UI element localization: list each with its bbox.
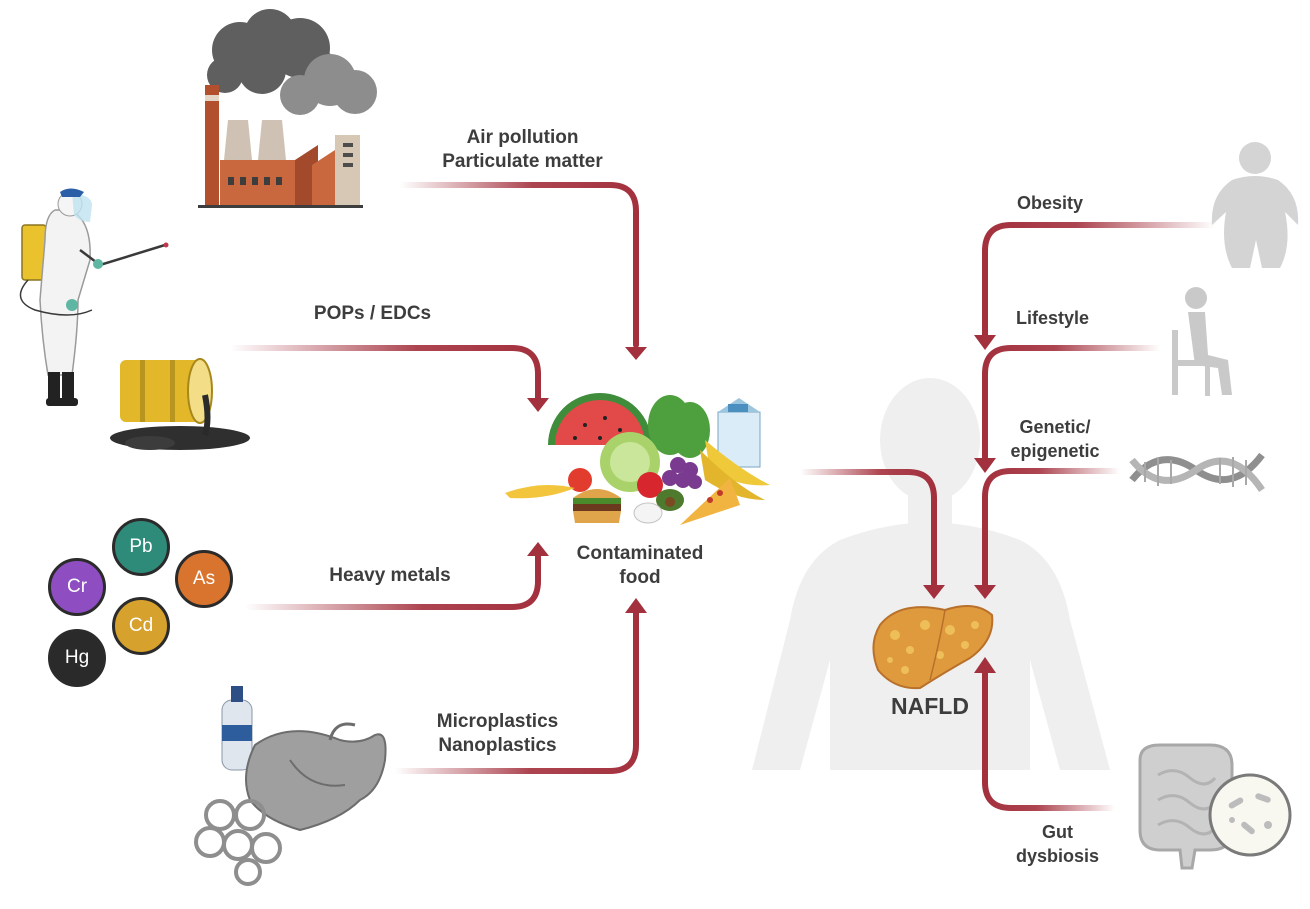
label-air-pollution: Air pollution Particulate matter [400,126,645,174]
liver-icon [872,605,994,690]
arrow-heavy-metals-head [527,542,549,556]
arrow-air-pollution-head [625,347,647,360]
label-heavy-metals: Heavy metals [329,565,451,586]
label-food-line1: Contaminated [576,543,704,564]
microbe-icon [1208,773,1292,857]
label-gut-line2: dysbiosis [1015,846,1100,866]
food-pile-icon [505,393,770,525]
label-air-pollution-line2: Particulate matter [442,151,603,172]
arrow-genetic [982,468,1120,585]
metal-hg-icon: Hg [48,629,106,687]
intestine-icon [1138,743,1234,870]
label-plastics-line2: Nanoplastics [438,735,557,756]
oil-barrel-icon [110,358,250,450]
pesticide-sprayer-icon [19,188,169,406]
arrow-heavy-metals [245,555,541,610]
seated-person-icon [1172,287,1232,396]
label-gut-line1: Gut [1042,822,1073,842]
arrow-food-to-nafld [800,469,937,585]
obese-person-icon [1211,142,1299,268]
label-plastics: Microplastics Nanoplastics [405,710,590,758]
arrow-obesity [982,222,1215,335]
arrow-gut [982,672,1115,811]
metal-pb-icon: Pb [112,518,170,576]
label-air-pollution-line1: Air pollution [466,127,579,148]
label-genetic-epigenetic: Genetic/ epigenetic [990,415,1120,463]
metal-cd-icon: Cd [112,597,170,655]
arrow-lifestyle-head [974,458,996,473]
label-contaminated-food: Contaminated food [555,542,725,590]
arrow-food-head [923,585,945,599]
label-pops-edcs: POPs / EDCs [313,303,432,324]
label-genetic-line1: Genetic/ [1019,417,1091,437]
arrow-air-pollution [397,182,639,348]
label-plastics-line1: Microplastics [436,711,559,732]
metal-as-icon: As [175,550,233,608]
label-nafld: NAFLD [891,693,969,719]
label-obesity: Obesity [1016,193,1084,213]
arrow-gut-head [974,657,996,673]
factory-icon [198,9,377,208]
arrow-plastics [395,612,639,774]
arrow-pops-head [527,398,549,412]
label-lifestyle: Lifestyle [1015,308,1090,328]
arrow-pops [230,345,541,398]
label-gut-dysbiosis: Gut dysbiosis [995,820,1120,868]
arrow-obesity-head [974,335,996,350]
plastic-waste-icon [194,686,387,886]
arrow-genetic-head [974,585,996,599]
arrow-lifestyle [982,345,1160,458]
metal-cr-icon: Cr [48,558,106,616]
label-food-line2: food [619,567,661,588]
label-genetic-line2: epigenetic [1010,441,1100,461]
arrow-plastics-head [625,598,647,613]
dna-icon [1129,452,1265,492]
